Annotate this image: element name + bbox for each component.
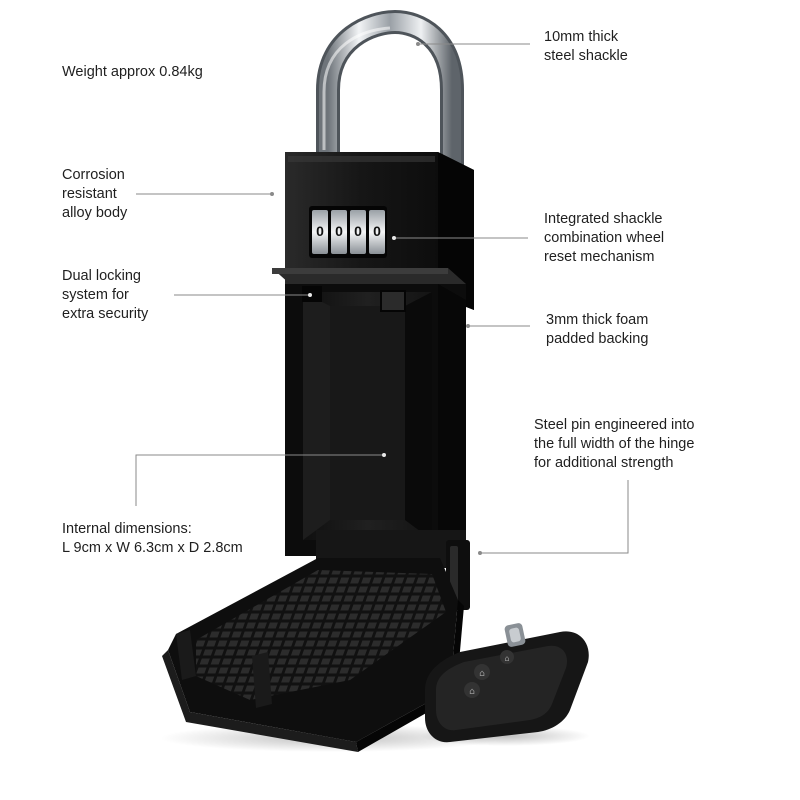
svg-text:⌂: ⌂ <box>469 687 475 697</box>
callout-locking-line: Dual locking <box>62 268 141 284</box>
callout-reset-line: combination wheel <box>544 230 665 246</box>
callout-body-line: alloy body <box>62 205 128 221</box>
leader-dimensions <box>135 454 384 506</box>
callout-hinge: Steel pin engineered into the full width… <box>534 416 694 473</box>
callout-body: Corrosion resistant alloy body <box>62 166 127 223</box>
callout-body-line: resistant <box>62 186 117 202</box>
svg-text:0: 0 <box>354 223 362 239</box>
callout-dimensions-line: Internal dimensions: <box>62 521 192 537</box>
car-key-fob: ⌂ ⌂ ⌂ <box>425 623 589 743</box>
callout-hinge-line: Steel pin engineered into <box>534 417 695 433</box>
callout-dimensions: Internal dimensions: L 9cm x W 6.3cm x D… <box>62 520 243 558</box>
svg-text:0: 0 <box>316 223 324 239</box>
callout-locking: Dual locking system for extra security <box>62 267 148 324</box>
callout-dimensions-line: L 9cm x W 6.3cm x D 2.8cm <box>62 540 243 556</box>
svg-text:⌂: ⌂ <box>504 654 509 663</box>
callout-weight: Weight approx 0.84kg <box>62 63 203 82</box>
callout-hinge-line: for additional strength <box>534 455 674 471</box>
leader-hinge <box>480 480 629 554</box>
callout-shackle-line: steel shackle <box>544 48 628 64</box>
svg-text:⌂: ⌂ <box>479 669 485 679</box>
callout-locking-line: system for <box>62 287 129 303</box>
callout-shackle-line: 10mm thick <box>544 29 619 45</box>
callout-reset-line: Integrated shackle <box>544 211 663 227</box>
steel-shackle <box>316 9 464 170</box>
callout-locking-line: extra security <box>62 306 149 322</box>
callout-body-line: Corrosion <box>62 167 125 183</box>
inner-compartment <box>285 284 466 556</box>
callout-weight-line: Weight approx 0.84kg <box>62 64 203 80</box>
callout-foam-line: 3mm thick foam <box>546 312 649 328</box>
callout-foam: 3mm thick foam padded backing <box>546 311 648 349</box>
callout-reset: Integrated shackle combination wheel res… <box>544 210 664 267</box>
svg-text:0: 0 <box>373 223 381 239</box>
combination-wheels: 0 0 0 0 <box>309 206 387 258</box>
leader-lines <box>135 42 629 555</box>
svg-text:0: 0 <box>335 223 343 239</box>
callout-hinge-line: the full width of the hinge <box>534 436 695 452</box>
callout-foam-line: padded backing <box>546 331 649 347</box>
callout-shackle: 10mm thick steel shackle <box>544 28 628 66</box>
callout-reset-line: reset mechanism <box>544 249 655 265</box>
key-tray <box>162 558 464 752</box>
